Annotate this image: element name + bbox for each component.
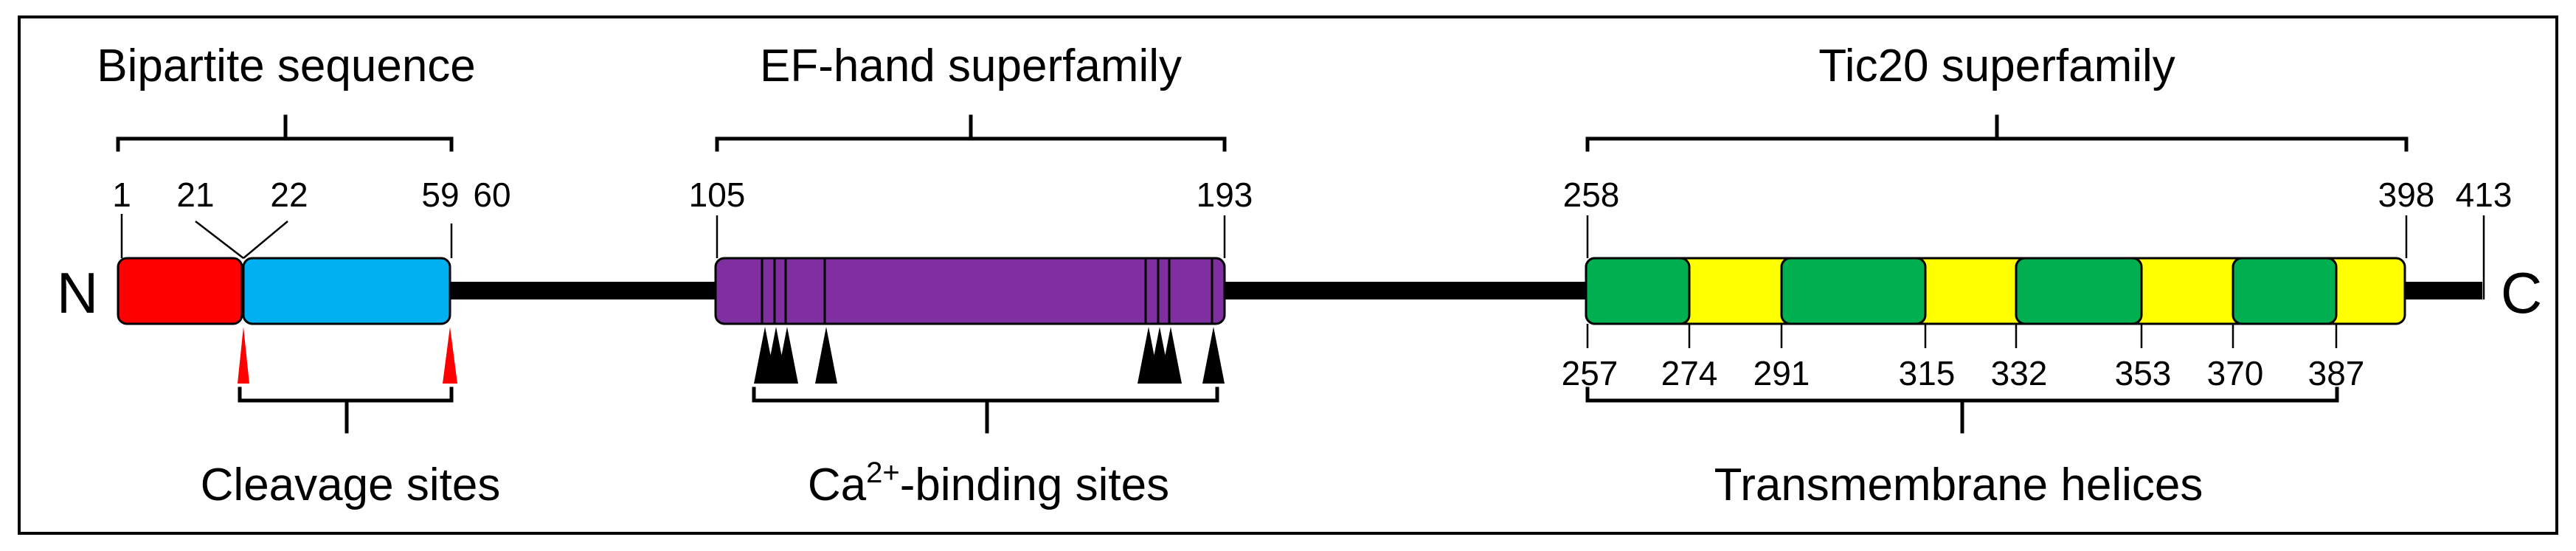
position-105: 105 [689,176,746,214]
n-terminus-label: N [57,260,98,325]
ef-hand-domain [714,257,1226,325]
position-413: 413 [2456,176,2513,214]
bipartite-sequence-title: Bipartite sequence [97,41,476,91]
ca-superscript: 2+ [866,457,900,489]
ca-binding-markers [754,327,1225,384]
bottom-tick-lines [1586,324,2338,348]
transit-peptide-part-1 [117,257,243,325]
transit-peptide-part-2 [242,257,451,325]
position-59: 59 [421,176,459,214]
bracket-bipartite [116,114,454,152]
position-258: 258 [1563,176,1620,214]
position-21: 21 [176,176,214,214]
bracket-ef-hand [715,114,1227,152]
ca-marker-8 [1202,327,1225,384]
cleavage-markers [238,327,457,384]
bracket-transmembrane [1585,387,2339,434]
ca-suffix: -binding sites [900,460,1169,510]
position-60: 60 [473,176,510,214]
position-1: 1 [112,176,131,214]
position-291: 291 [1753,354,1810,392]
position-315: 315 [1899,354,1956,392]
bracket-ca-binding [752,387,1219,434]
tic20-superfamily-title: Tic20 superfamily [1818,41,2175,91]
transmembrane-helix-2 [1780,257,1927,325]
position-257: 257 [1562,354,1618,392]
transmembrane-helix-3 [2015,257,2143,325]
ca-marker-7 [1160,327,1182,384]
position-274: 274 [1661,354,1718,392]
position-370: 370 [2207,354,2264,392]
ef-hand-internal-lines [761,259,1213,323]
ca-prefix: Ca [808,460,867,510]
ca-marker-4 [815,327,837,384]
position-22: 22 [270,176,308,214]
transmembrane-helices-title: Transmembrane helices [1714,460,2203,510]
cleavage-marker-1 [238,327,249,384]
transmembrane-helix-4 [2232,257,2338,325]
transmembrane-helix-1 [1585,257,1691,325]
ca-marker-3 [776,327,798,384]
position-387: 387 [2308,354,2365,392]
position-332: 332 [1991,354,2048,392]
cleavage-sites-title: Cleavage sites [201,460,501,510]
figure-frame [18,15,2558,535]
cleavage-marker-2 [443,327,457,384]
ef-hand-superfamily-title: EF-hand superfamily [760,41,1182,91]
top-tick-lines [120,214,2485,299]
position-193: 193 [1197,176,1253,214]
ca-binding-sites-title: Ca2+-binding sites [808,457,1169,510]
c-terminus-label: C [2501,260,2542,325]
bracket-cleavage [238,387,454,434]
position-398: 398 [2378,176,2435,214]
bracket-tic20 [1585,114,2409,152]
position-353: 353 [2115,354,2172,392]
